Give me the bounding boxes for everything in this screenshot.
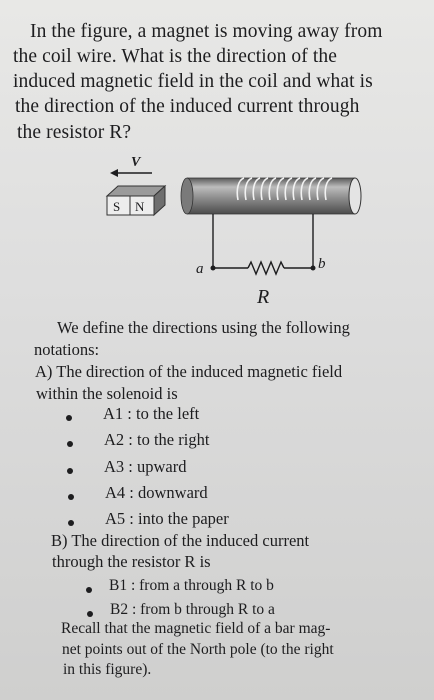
notation-intro-line-2: notations: xyxy=(34,340,100,359)
bullet-icon xyxy=(67,468,73,474)
question-line-5: the resistor R? xyxy=(17,122,132,143)
magnet-north-label: N xyxy=(135,199,145,214)
velocity-arrowhead xyxy=(110,169,118,177)
part-a-line-1: A) The direction of the induced magnetic… xyxy=(35,362,343,381)
part-a-line-2: within the solenoid is xyxy=(36,384,178,403)
bar-magnet: S N xyxy=(105,184,167,217)
bullet-icon xyxy=(66,415,72,421)
question-line-1: In the figure, a magnet is moving away f… xyxy=(30,21,383,42)
option-a3: A3 : upward xyxy=(104,457,187,476)
bullet-icon xyxy=(68,494,74,500)
bullet-icon xyxy=(67,441,73,447)
bullet-icon xyxy=(68,520,74,526)
terminal-b-label: b xyxy=(318,256,326,272)
terminal-b xyxy=(310,265,316,271)
option-b1: B1 : from a through R to b xyxy=(109,577,274,594)
velocity-label: V xyxy=(131,155,142,170)
recall-line-1: Recall that the magnetic field of a bar … xyxy=(61,620,331,637)
option-b2: B2 : from b through R to a xyxy=(110,601,275,618)
option-a5: A5 : into the paper xyxy=(105,509,229,528)
question-line-3: induced magnetic field in the coil and w… xyxy=(13,71,373,92)
coil-windings xyxy=(236,177,333,201)
part-b-line-2: through the resistor R is xyxy=(52,552,211,571)
question-line-2: the coil wire. What is the direction of … xyxy=(13,46,337,67)
option-a2: A2 : to the right xyxy=(104,430,210,449)
question-line-4: the direction of the induced current thr… xyxy=(15,96,360,117)
solenoid xyxy=(180,177,362,215)
option-a4: A4 : downward xyxy=(105,483,208,502)
option-a1: A1 : to the left xyxy=(103,404,200,423)
circuit-wires xyxy=(212,214,314,276)
magnet-coil-figure: V S N a xyxy=(105,155,362,308)
resistor-symbol xyxy=(247,260,285,276)
notation-intro-line-1: We define the directions using the follo… xyxy=(57,318,350,337)
bullet-icon xyxy=(87,611,93,617)
recall-line-2: net points out of the North pole (to the… xyxy=(62,641,334,658)
magnet-south-label: S xyxy=(113,199,120,214)
recall-line-3: in this figure). xyxy=(63,661,152,678)
terminal-a-label: a xyxy=(196,261,204,277)
terminal-a xyxy=(210,265,216,271)
part-b-line-1: B) The direction of the induced current xyxy=(51,531,310,550)
bullet-icon xyxy=(86,587,92,593)
resistor-label: R xyxy=(256,286,269,308)
